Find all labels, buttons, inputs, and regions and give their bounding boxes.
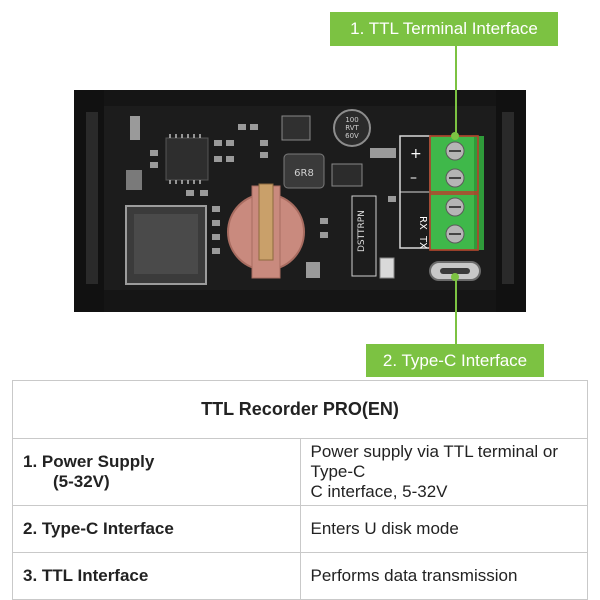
enclosure-bottom-rail (74, 288, 526, 312)
cap-label-2: RVT (345, 124, 359, 132)
coin-cell-contact (258, 183, 274, 261)
typec-callout-dot (451, 273, 459, 281)
row-desc-ttl: Performs data transmission (299, 552, 588, 600)
power-supply-desc-line2: C interface, 5-32V (310, 482, 448, 501)
table-title-row: TTL Recorder PRO(EN) (12, 380, 588, 439)
table-row: 1. Power Supply (5-32V) Power supply via… (12, 438, 588, 506)
terminal-label-minus: – (410, 170, 417, 186)
row-name-type-c: 2. Type-C Interface (12, 505, 301, 553)
typec-callout-leader (455, 277, 457, 344)
device-photo: 100 RVT 60V 6R8 DSTTRPN + – RX TX (74, 90, 526, 312)
ttl-interface-callout: 1. TTL Terminal Interface (330, 12, 558, 46)
power-supply-desc-line1: Power supply via TTL terminal or Type-C (310, 442, 559, 481)
cap-label-1: 100 (345, 116, 358, 124)
cap-label-3: 60V (345, 132, 359, 140)
electrolytic-capacitor (333, 109, 371, 147)
row-name-ttl: 3. TTL Interface (12, 552, 301, 600)
mcu-chip (165, 137, 209, 181)
crystal (126, 170, 142, 190)
power-supply-name-line2: (5-32V) (53, 472, 110, 491)
silkscreen-model: DSTTRPN (357, 210, 367, 252)
power-supply-name-line1: 1. Power Supply (23, 452, 155, 471)
ttl-callout-dot (451, 132, 459, 140)
spec-table: TTL Recorder PRO(EN) 1. Power Supply (5-… (12, 380, 588, 600)
table-title: TTL Recorder PRO(EN) (12, 380, 588, 439)
voltage-regulator (281, 115, 311, 141)
row-desc-power-supply: Power supply via TTL terminal or Type-C … (299, 438, 588, 506)
typec-interface-callout: 2. Type-C Interface (366, 344, 544, 377)
ttl-callout-leader (455, 46, 457, 136)
terminal-label-tx: TX (417, 235, 428, 249)
table-row: 2. Type-C Interface Enters U disk mode (12, 505, 588, 553)
reset-button (379, 257, 395, 279)
terminal-label-plus: + (410, 146, 422, 162)
enclosure-top-rail (74, 90, 526, 108)
inductor (283, 153, 325, 189)
table-row: 3. TTL Interface Performs data transmiss… (12, 552, 588, 600)
row-desc-type-c: Enters U disk mode (299, 505, 588, 553)
diode (331, 163, 363, 187)
terminal-label-rx: RX (417, 216, 428, 230)
row-name-power-supply: 1. Power Supply (5-32V) (12, 438, 301, 506)
inductor-label: 6R8 (294, 168, 314, 179)
